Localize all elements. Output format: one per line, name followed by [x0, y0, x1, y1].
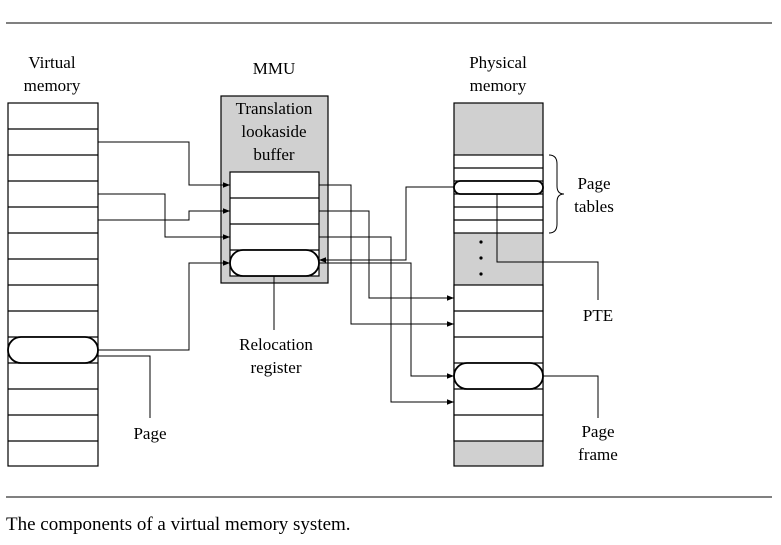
page-frame-label-line2: frame: [578, 445, 618, 464]
virtual-memory: [7, 102, 99, 467]
pte-highlight: [453, 180, 544, 195]
arrows-vm-to-tlb: [98, 141, 230, 351]
relocation-register-label-line2: register: [251, 358, 302, 377]
relocation-register-label-line1: Relocation: [239, 335, 313, 354]
arrows-tlb-to-pm: [319, 184, 454, 405]
page-tables-brace: [548, 154, 565, 234]
tlb-label-line2: lookaside: [241, 122, 306, 141]
page-frame-highlight: [453, 362, 544, 390]
page-tables-label-line2: tables: [574, 197, 614, 216]
tlb-label-line3: buffer: [253, 145, 295, 164]
physical-memory: [453, 102, 544, 467]
mmu-box: [220, 95, 329, 284]
leader-lines: [98, 154, 599, 418]
virtual-memory-label-line1: Virtual: [28, 53, 75, 72]
ellipsis-dot: [479, 272, 483, 276]
page-label: Page: [133, 424, 166, 443]
page-frame-leader: [543, 375, 599, 418]
physical-memory-label-line2: memory: [470, 76, 527, 95]
virtual-memory-slots: [8, 128, 98, 442]
virtual-page-highlight: [7, 336, 99, 364]
page-frame-label-line1: Page: [581, 422, 614, 441]
page-leader: [98, 355, 151, 418]
virtual-memory-label-line2: memory: [24, 76, 81, 95]
mmu-label: MMU: [253, 59, 296, 78]
ellipsis-dot: [479, 256, 483, 260]
relocation-register-slot: [229, 249, 320, 277]
physical-memory-label-line1: Physical: [469, 53, 527, 72]
tlb-label-line1: Translation: [236, 99, 313, 118]
ellipsis-dot: [479, 240, 483, 244]
pte-label: PTE: [583, 306, 613, 325]
page-tables-label-line1: Page: [577, 174, 610, 193]
pte-leader: [496, 194, 599, 300]
figure-caption: The components of a virtual memory syste…: [6, 514, 351, 535]
